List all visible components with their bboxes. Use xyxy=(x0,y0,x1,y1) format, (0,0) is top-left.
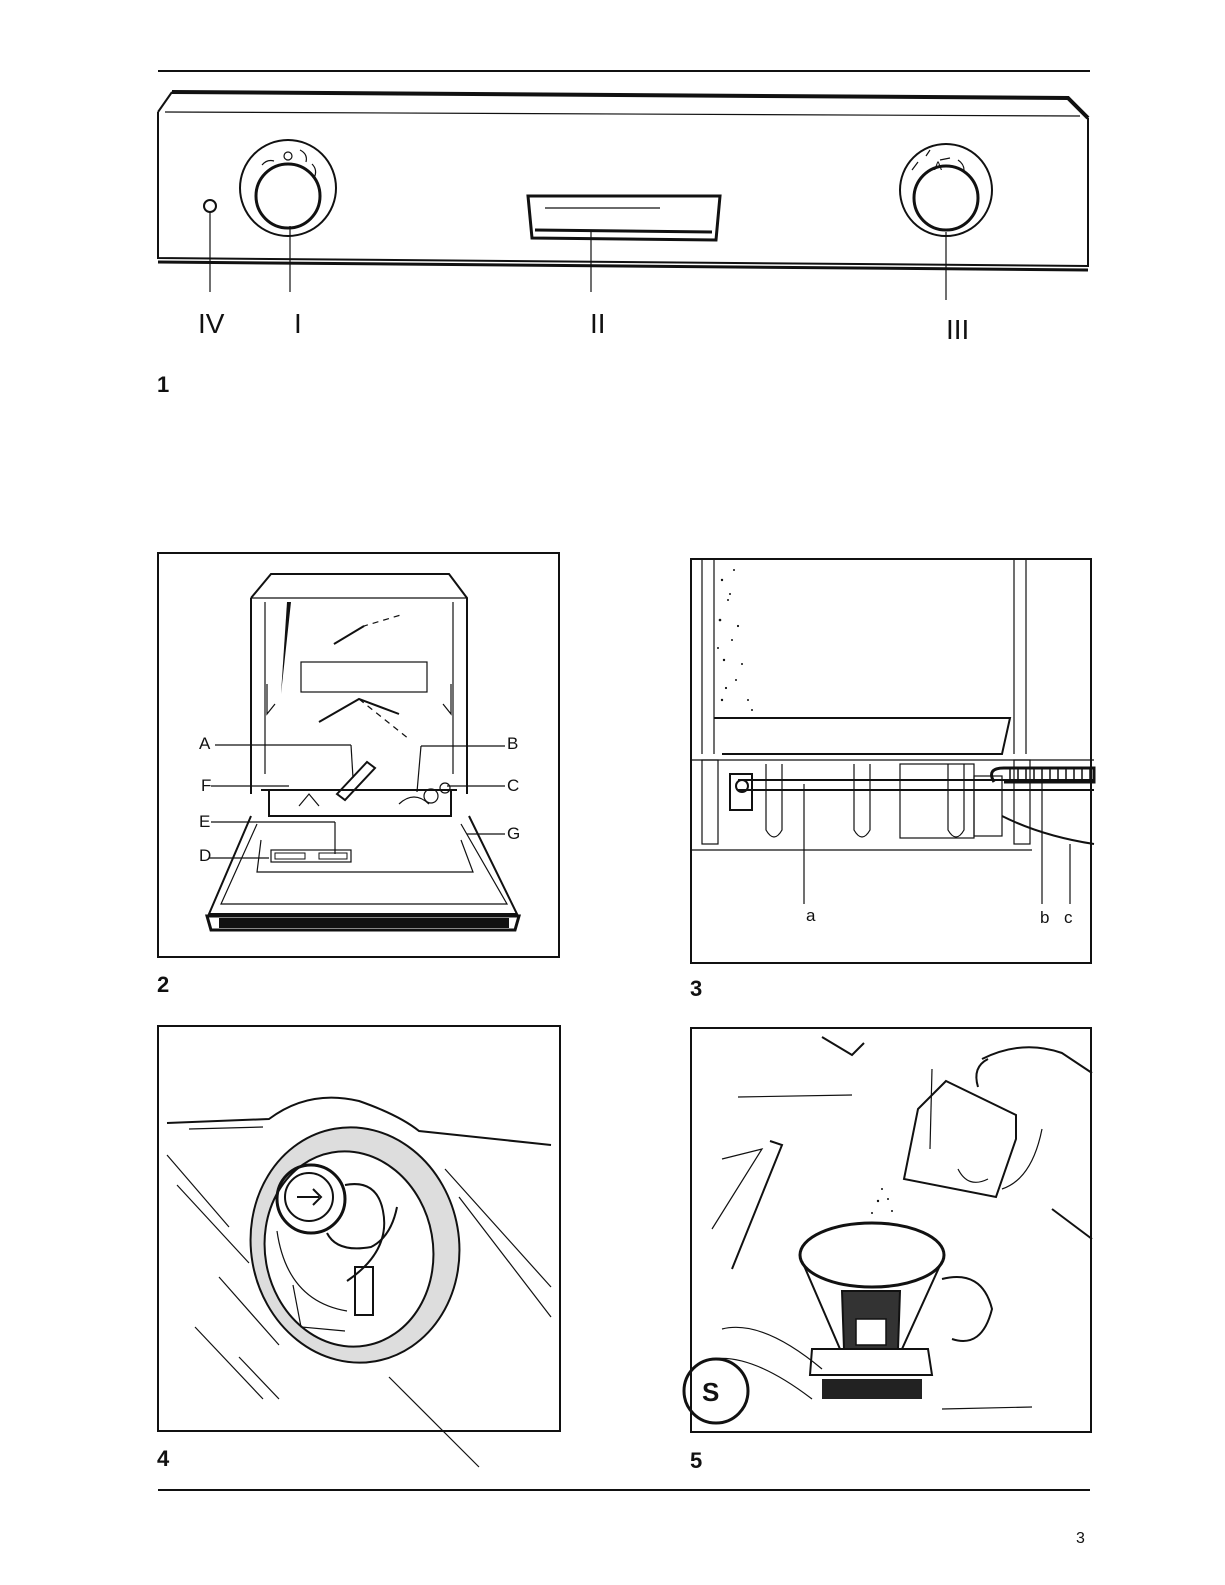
callout-c-lower: c xyxy=(1064,908,1073,928)
callout-a-lower: a xyxy=(806,906,815,926)
hose-connections-drawing xyxy=(692,560,1094,966)
callout-c: C xyxy=(507,776,519,796)
callout-f: F xyxy=(201,776,211,796)
callout-d: D xyxy=(199,846,211,866)
figure-5-filling-salt: S xyxy=(690,1027,1092,1433)
bottom-rule xyxy=(158,1489,1090,1491)
figure-2-open-dishwasher: A B F C E G D xyxy=(157,552,560,958)
callout-b-lower: b xyxy=(1040,908,1049,928)
figure-number-4: 4 xyxy=(157,1446,169,1472)
callout-g: G xyxy=(507,824,520,844)
callout-b: B xyxy=(507,734,518,754)
program-knob-icon xyxy=(240,140,336,236)
figure-number-3: 3 xyxy=(690,976,702,1002)
page-number: 3 xyxy=(1076,1530,1085,1548)
indicator-lamp-icon xyxy=(204,200,216,212)
filling-salt-drawing: S xyxy=(692,1029,1094,1435)
figure-1-control-panel: A IV I II III xyxy=(0,0,1225,300)
callout-e: E xyxy=(199,812,210,832)
dishwasher-interior-drawing xyxy=(159,554,562,960)
svg-text:A: A xyxy=(934,159,942,173)
figure-number-1: 1 xyxy=(157,372,169,398)
svg-text:S: S xyxy=(702,1377,719,1407)
selector-knob-icon: A xyxy=(900,144,992,236)
figure-3-hose-connections: a b c xyxy=(690,558,1092,964)
callout-ii: II xyxy=(590,308,606,340)
callout-a: A xyxy=(199,734,210,754)
figure-number-2: 2 xyxy=(157,972,169,998)
control-panel-drawing: A xyxy=(0,0,1225,300)
callout-i: I xyxy=(294,308,302,340)
callout-iv: IV xyxy=(198,308,224,340)
door-handle-icon xyxy=(528,196,720,240)
callout-iii: III xyxy=(946,314,969,346)
figure-4-salt-container xyxy=(157,1025,561,1432)
salt-container-drawing xyxy=(159,1027,563,1434)
figure-number-5: 5 xyxy=(690,1448,702,1474)
